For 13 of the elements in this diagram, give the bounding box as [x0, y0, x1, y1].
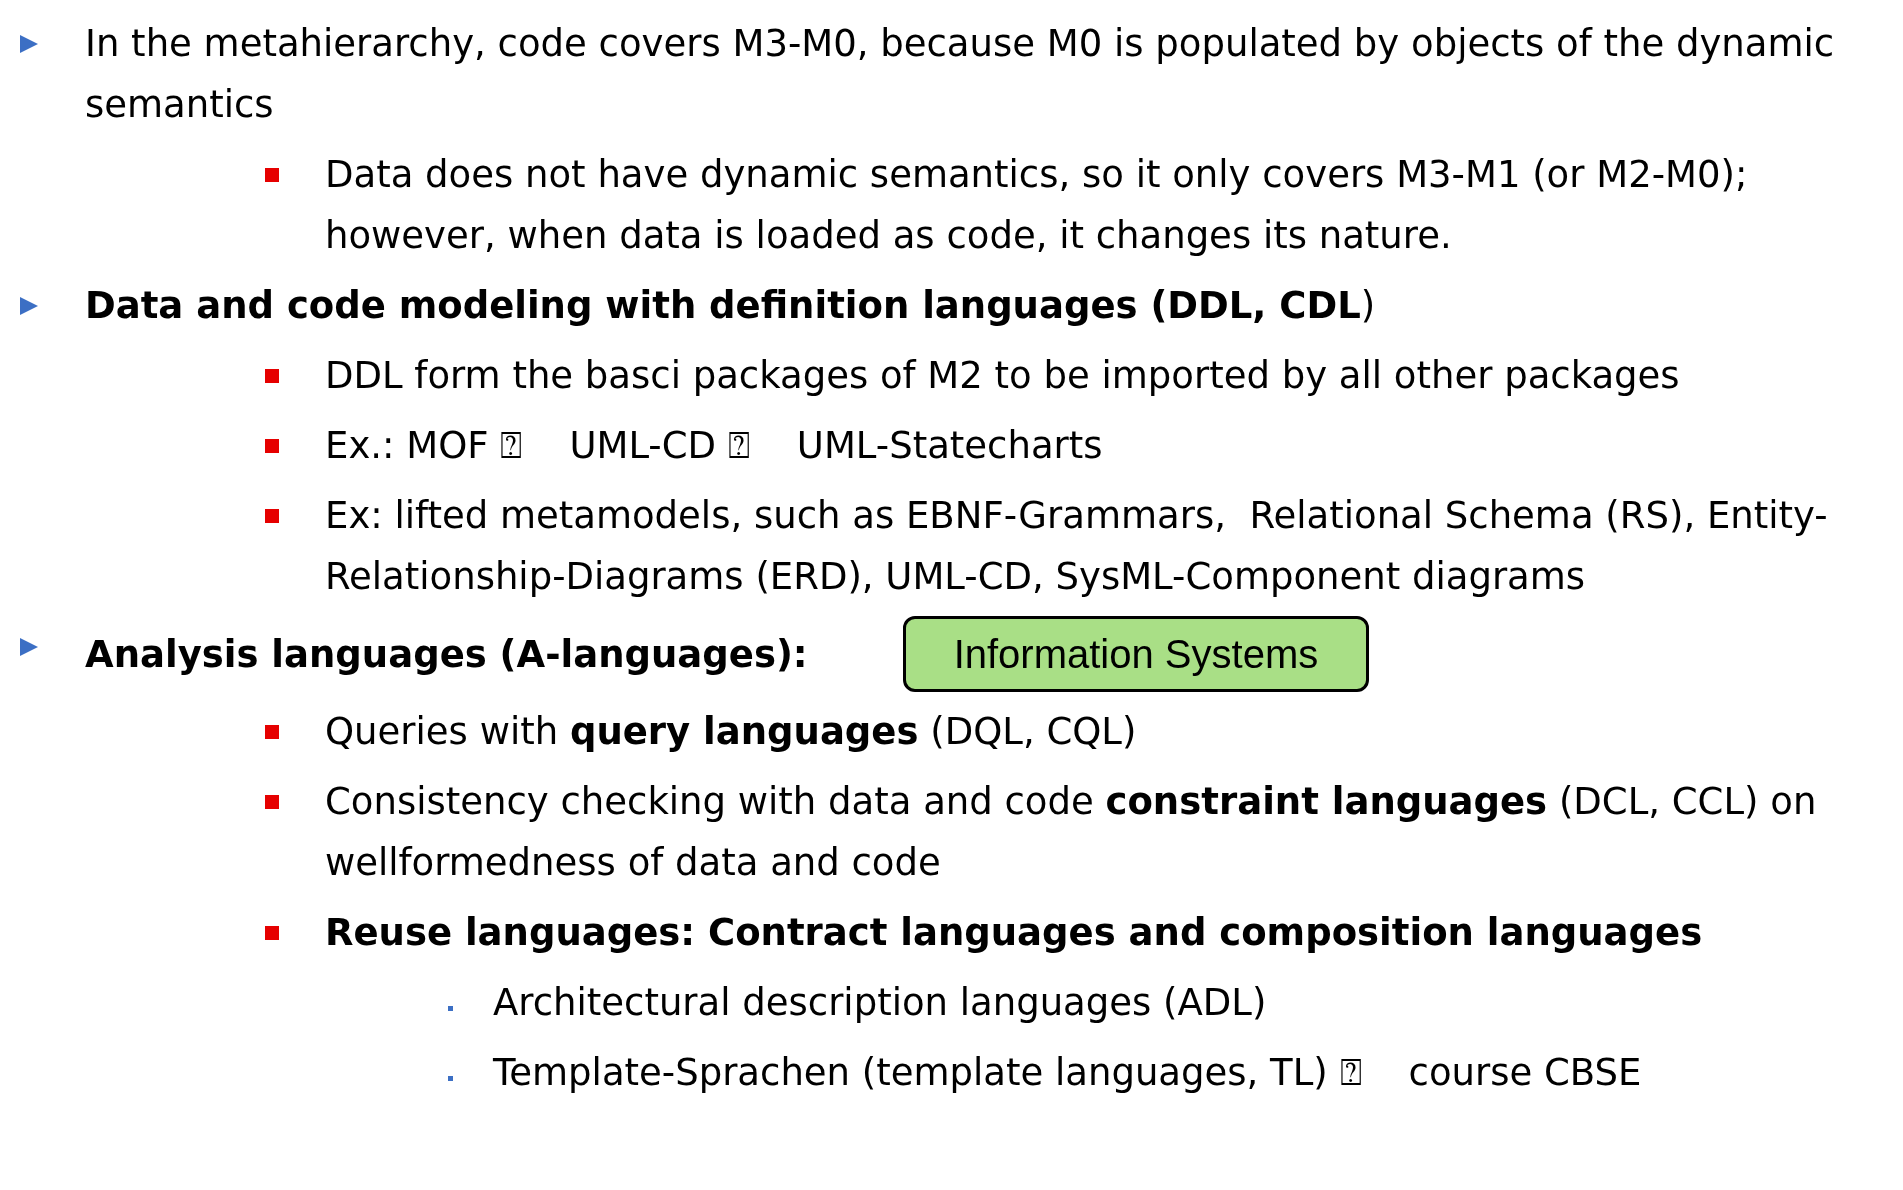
bullet-text: Ex.: MOF ⍰ UML-CD ⍰ UML-Statecharts — [325, 423, 1103, 469]
bullet-heading: In the metahierarchy, code covers M3-M0, because M0 is populated by objects of the dynamic semantics — [85, 21, 1836, 128]
bullet-text: Queries with query languages (DQL, CQL) — [325, 709, 1137, 755]
bullet-text: Data does not have dynamic semantics, so it only covers M3-M1 (or M2-M0); however, when data is loaded as code, it changes its nature. — [325, 152, 1749, 259]
bullet-heading: Data and code modeling with definition languages (DDL, CDL) — [85, 283, 1376, 329]
bullet-text: Reuse languages: Contract languages and composition languages — [325, 910, 1703, 956]
bullet-text: Architectural description languages (ADL) — [493, 980, 1267, 1026]
bullet-heading: Analysis languages (A-languages): — [85, 631, 808, 678]
bullet-text: Template-Sprachen (template languages, TL) ⍰ course CBSE — [493, 1050, 1642, 1096]
rounded-label-box: Information Systems — [902, 616, 1370, 692]
bullet-text: Ex: lifted metamodels, such as EBNF-Grammars, Relational Schema (RS), Entity-Relationship-Diagrams (ERD), UML-CD, SysML-Component diagrams — [325, 493, 1829, 600]
bullet-text: DDL form the basci packages of M2 to be imported by all other packages — [325, 353, 1680, 399]
bullet-text: Consistency checking with data and code constraint languages (DCL, CCL) on wellformedness of data and code — [325, 779, 1818, 886]
